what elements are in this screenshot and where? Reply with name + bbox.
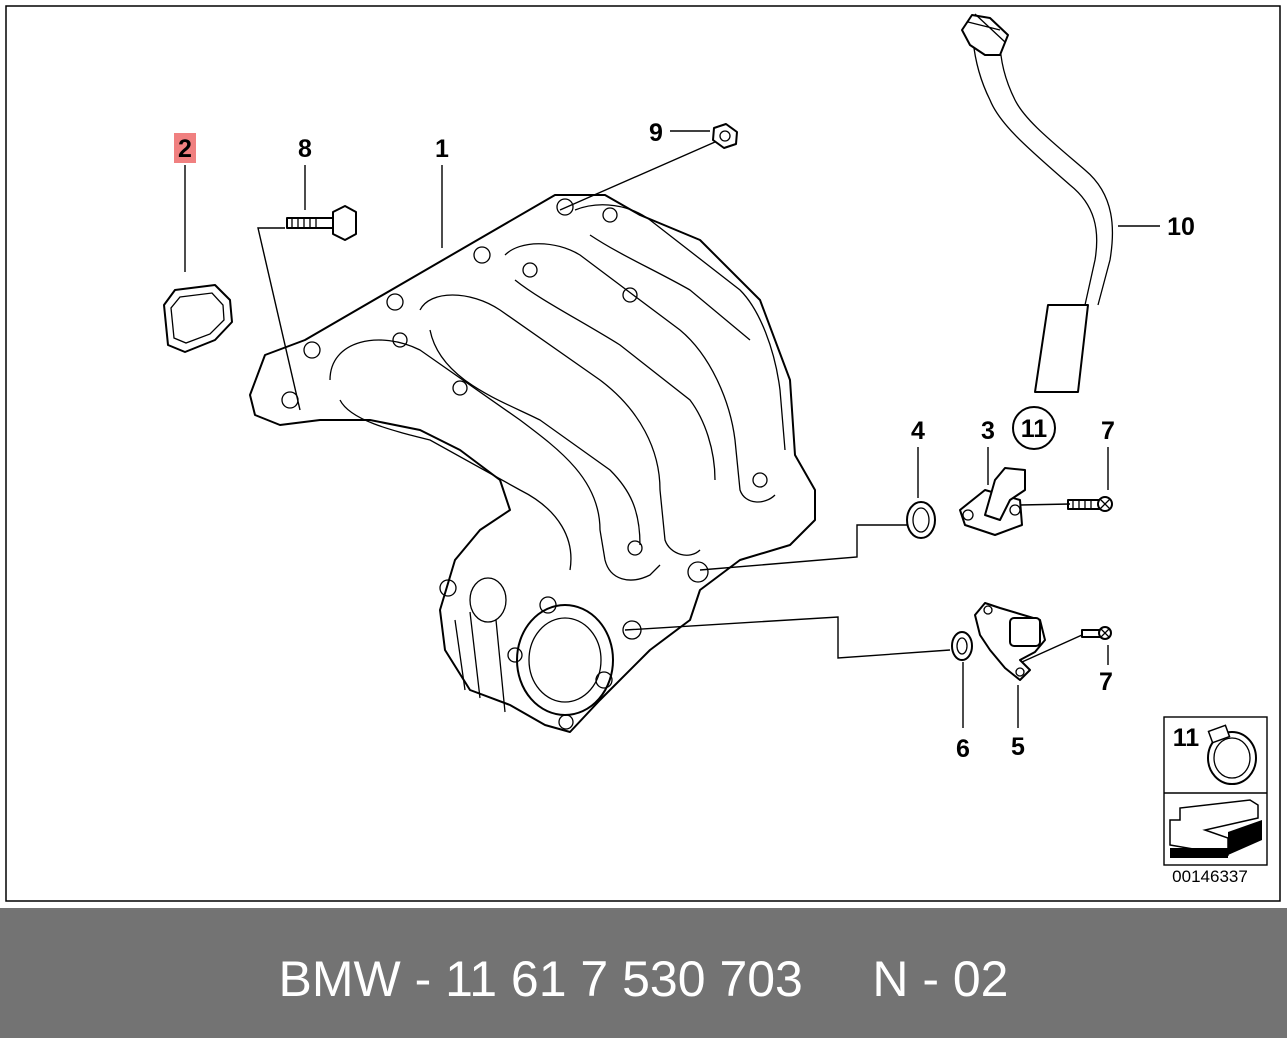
screw-part-7b	[1081, 626, 1112, 640]
gasket-part	[163, 284, 233, 353]
vent-hose-part-10	[961, 13, 1114, 393]
callout-11-circle	[1012, 406, 1056, 450]
callout-7-top[interactable]: 7	[1101, 417, 1115, 445]
sensor-part-5	[974, 602, 1046, 681]
footer-bar: BMW - 11 61 7 530 703 N - 02	[0, 908, 1287, 1038]
screw-part-7a	[1067, 496, 1113, 512]
o-ring-part-4	[906, 501, 936, 539]
callout-4[interactable]: 4	[911, 417, 925, 445]
diagram-frame	[5, 5, 1281, 902]
legend-label-11: 11	[1173, 724, 1200, 752]
callout-2[interactable]: 2	[178, 135, 192, 163]
elbow-connector-part-3	[959, 467, 1026, 536]
callout-1[interactable]: 1	[435, 135, 449, 163]
arrow-left-icon	[1169, 799, 1262, 858]
callout-8[interactable]: 8	[298, 135, 312, 163]
parts-diagram: 2 8 1 9 10 4 3 11 7 7 6 5 11 00146337	[5, 5, 1281, 902]
leader-lines	[184, 130, 1160, 728]
callout-10[interactable]: 10	[1167, 213, 1195, 241]
callout-9[interactable]: 9	[649, 119, 663, 147]
part-number-caption: BMW - 11 61 7 530 703 N - 02	[278, 951, 1009, 1007]
intake-manifold-part	[249, 194, 816, 733]
hose-clamp-icon	[1207, 724, 1257, 785]
document-number: 00146337	[1172, 867, 1248, 886]
callout-5[interactable]: 5	[1011, 733, 1025, 761]
nut-part-9	[712, 123, 738, 149]
callout-11[interactable]: 11	[1021, 415, 1048, 443]
callout-3[interactable]: 3	[981, 417, 995, 445]
legend-box: 11	[1163, 716, 1268, 866]
o-ring-part-6	[951, 631, 973, 661]
bolt-part-8	[286, 205, 357, 241]
callout-6[interactable]: 6	[956, 735, 970, 763]
callout-highlight	[174, 133, 196, 163]
callout-7-bottom[interactable]: 7	[1099, 668, 1113, 696]
